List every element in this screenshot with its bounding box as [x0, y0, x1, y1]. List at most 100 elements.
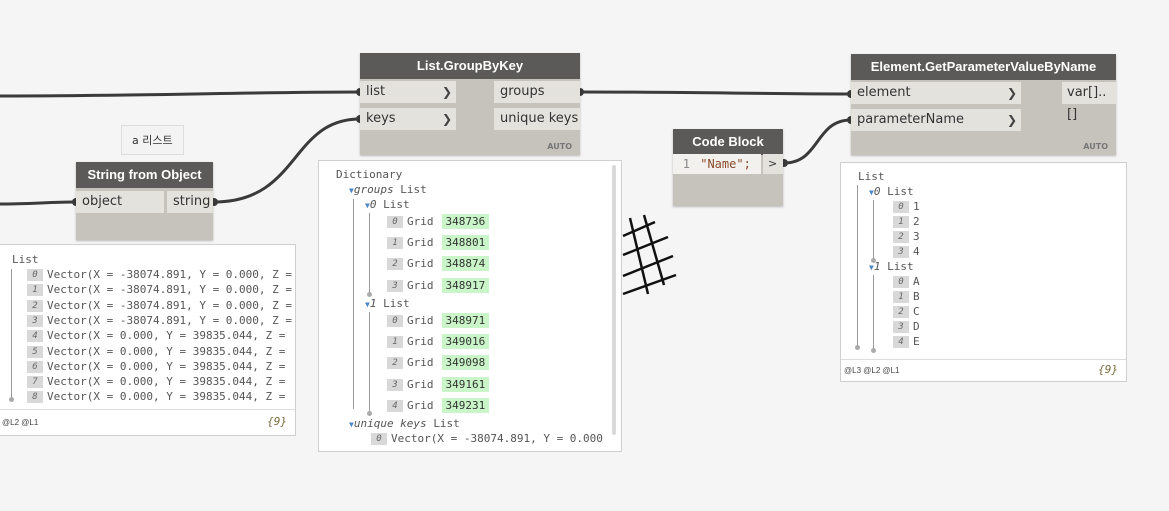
port-label: unique keys — [500, 111, 579, 126]
lacing-auto-label[interactable]: AUTO — [547, 142, 572, 151]
collapse-triangle-icon[interactable]: ▼ — [365, 201, 370, 210]
preview-footer: @L3 @L2 @L1 {9} — [841, 359, 1126, 381]
element-id-value[interactable]: 349016 — [441, 334, 490, 350]
item-value: D — [913, 320, 920, 333]
item-value: Vector(X = 0.000, Y = 39835.044, Z = — [47, 344, 286, 358]
list-label: List — [433, 417, 460, 430]
code-block-node[interactable]: Code Block 1 "Name"; > — [673, 129, 783, 206]
wire-left-to-object — [0, 200, 77, 206]
preview-header: List — [858, 170, 885, 183]
preview-header: List — [12, 253, 39, 266]
level-labels[interactable]: @L3 @L2 @L1 — [844, 366, 900, 375]
list-label: List — [887, 260, 914, 273]
unique-keys-row[interactable]: ▼unique keys List — [349, 417, 460, 431]
element-id-value[interactable]: 349098 — [441, 355, 490, 371]
output-port-unique-keys[interactable]: unique keys — [494, 108, 580, 130]
input-port-keys[interactable]: keys ❯ — [360, 108, 456, 130]
port-label: groups — [500, 84, 545, 99]
key-label: unique keys — [353, 417, 427, 430]
get-parameter-value-node[interactable]: Element.GetParameterValueByName element … — [851, 54, 1116, 155]
element-id-value[interactable]: 348917 — [441, 277, 490, 293]
element-id-value[interactable]: 348874 — [441, 256, 490, 272]
port-label: keys — [366, 111, 396, 126]
chevron-right-icon: ❯ — [441, 85, 452, 99]
element-id-value[interactable]: 348971 — [441, 313, 490, 328]
collapse-triangle-icon[interactable]: ▼ — [869, 263, 874, 272]
element-id-value[interactable]: 349231 — [441, 397, 490, 413]
collapse-triangle-icon[interactable]: ▼ — [869, 188, 874, 197]
item-value: Vector(X = 0.000, Y = 39835.044, Z = — [47, 390, 286, 404]
tree-line — [857, 185, 858, 347]
index-badge: 3 — [893, 246, 909, 258]
index-badge: 0 — [893, 201, 909, 213]
node-title[interactable]: List.GroupByKey — [360, 53, 580, 79]
tree-dot — [367, 411, 372, 416]
input-port-parametername[interactable]: parameterName ❯ — [851, 109, 1021, 131]
index-badge: 1 — [27, 284, 43, 297]
item-value: 4 — [913, 245, 920, 258]
string-from-object-node[interactable]: String from Object object string — [76, 162, 213, 240]
collapse-triangle-icon[interactable]: ▼ — [349, 186, 354, 195]
group1-row[interactable]: ▼1 List — [365, 297, 410, 311]
index-badge: 8 — [27, 391, 43, 404]
element-id-value[interactable]: 349161 — [441, 376, 490, 392]
index-badge: 4 — [27, 330, 43, 343]
input-port-object[interactable]: object — [76, 191, 164, 213]
element-id-value[interactable]: 348801 — [441, 235, 490, 251]
level-labels[interactable]: @L2 @L1 — [2, 418, 39, 427]
item-type-label: Grid — [407, 257, 434, 271]
node-title[interactable]: Code Block — [673, 129, 783, 155]
list-groupbykey-node[interactable]: List.GroupByKey list ❯ keys ❯ groups uni… — [360, 53, 580, 155]
group0-row[interactable]: ▼0 List — [365, 198, 410, 212]
lacing-auto-label[interactable]: AUTO — [1083, 142, 1108, 151]
index-badge: 3 — [893, 321, 909, 333]
output-port-string[interactable]: string — [167, 191, 213, 213]
chevron-right-icon: ❯ — [1006, 86, 1017, 100]
output-port-code[interactable]: > — [763, 154, 783, 174]
index-badge: 3 — [387, 279, 403, 292]
item-value: Vector(X = 0.000, Y = 39835.044, Z = — [47, 359, 286, 373]
node-title[interactable]: Element.GetParameterValueByName — [851, 54, 1116, 80]
collapse-triangle-icon[interactable]: ▼ — [365, 300, 370, 309]
input-port-list[interactable]: list ❯ — [360, 81, 456, 103]
tree-dot — [871, 348, 876, 353]
index-badge: 4 — [387, 399, 403, 412]
item-value: Vector(X = 0.000, Y = 39835.044, Z = — [47, 375, 286, 389]
input-port-element[interactable]: element ❯ — [851, 82, 1021, 104]
chevron-right-icon: ❯ — [1006, 113, 1017, 127]
index-badge: 6 — [27, 360, 43, 373]
sub1-row[interactable]: ▼1 List — [869, 260, 914, 274]
collapse-triangle-icon[interactable]: ▼ — [349, 420, 354, 429]
element-id-value[interactable]: 348736 — [441, 214, 490, 229]
code-editor[interactable]: 1 "Name"; — [673, 154, 761, 174]
output-port-var[interactable]: var[]..[] — [1062, 82, 1116, 122]
index-badge: 2 — [893, 231, 909, 243]
groups-key-row[interactable]: ▼groups List — [349, 183, 427, 197]
index-badge: 1 — [387, 237, 403, 250]
item-value: Vector(X = -38074.891, Y = 0.000 — [391, 432, 603, 445]
vertical-scrollbar[interactable] — [612, 165, 616, 435]
node-title[interactable]: String from Object — [76, 162, 213, 188]
sub0-row[interactable]: ▼0 List — [869, 185, 914, 199]
code-text[interactable]: "Name"; — [700, 157, 751, 171]
item-value: Vector(X = -38074.891, Y = 0.000, Z = — [47, 298, 293, 312]
index-badge: 2 — [387, 357, 403, 370]
output-port-groups[interactable]: groups — [494, 81, 580, 103]
item-value: 2 — [913, 215, 920, 228]
